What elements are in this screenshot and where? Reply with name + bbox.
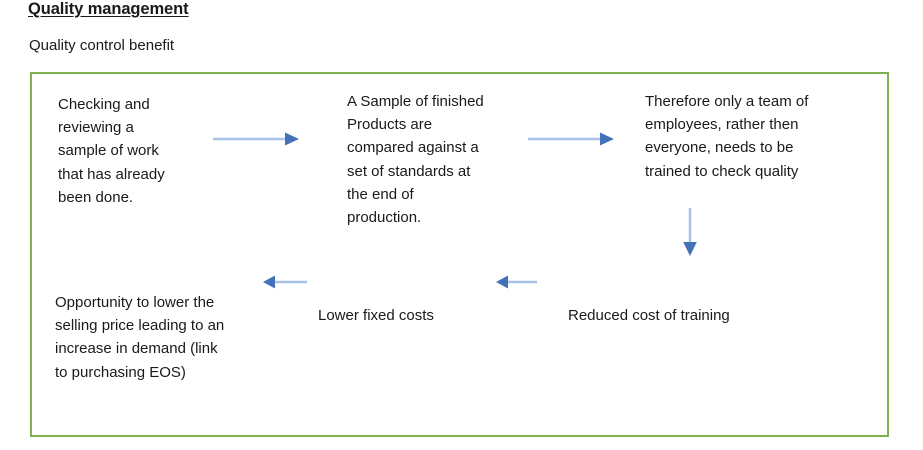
page-title: Quality management [28, 0, 189, 18]
flow-node-lower-fixed-costs: Lower fixed costs [318, 307, 434, 324]
flow-node-checking: Checking and reviewing a sample of work … [58, 96, 165, 206]
arrow-right-icon-sample-to-team [528, 129, 618, 149]
flow-node-sample: A Sample of finished Products are compar… [347, 93, 484, 227]
page-subtitle: Quality control benefit [29, 37, 175, 54]
flow-node-team: Therefore only a team of employees, rath… [645, 93, 809, 180]
flow-node-opportunity: Opportunity to lower the selling price l… [55, 294, 225, 381]
arrow-down-icon-team-to-reduced-cost [676, 208, 704, 260]
arrow-left-icon-lowerfixed-to-opportunity [263, 272, 311, 292]
flow-node-reduced-cost-of-training: Reduced cost of training [568, 307, 730, 324]
diagram-frame [30, 72, 889, 437]
arrow-left-icon-reduced-to-lowerfixed [496, 272, 541, 292]
arrow-right-icon-checking-to-sample [213, 129, 303, 149]
